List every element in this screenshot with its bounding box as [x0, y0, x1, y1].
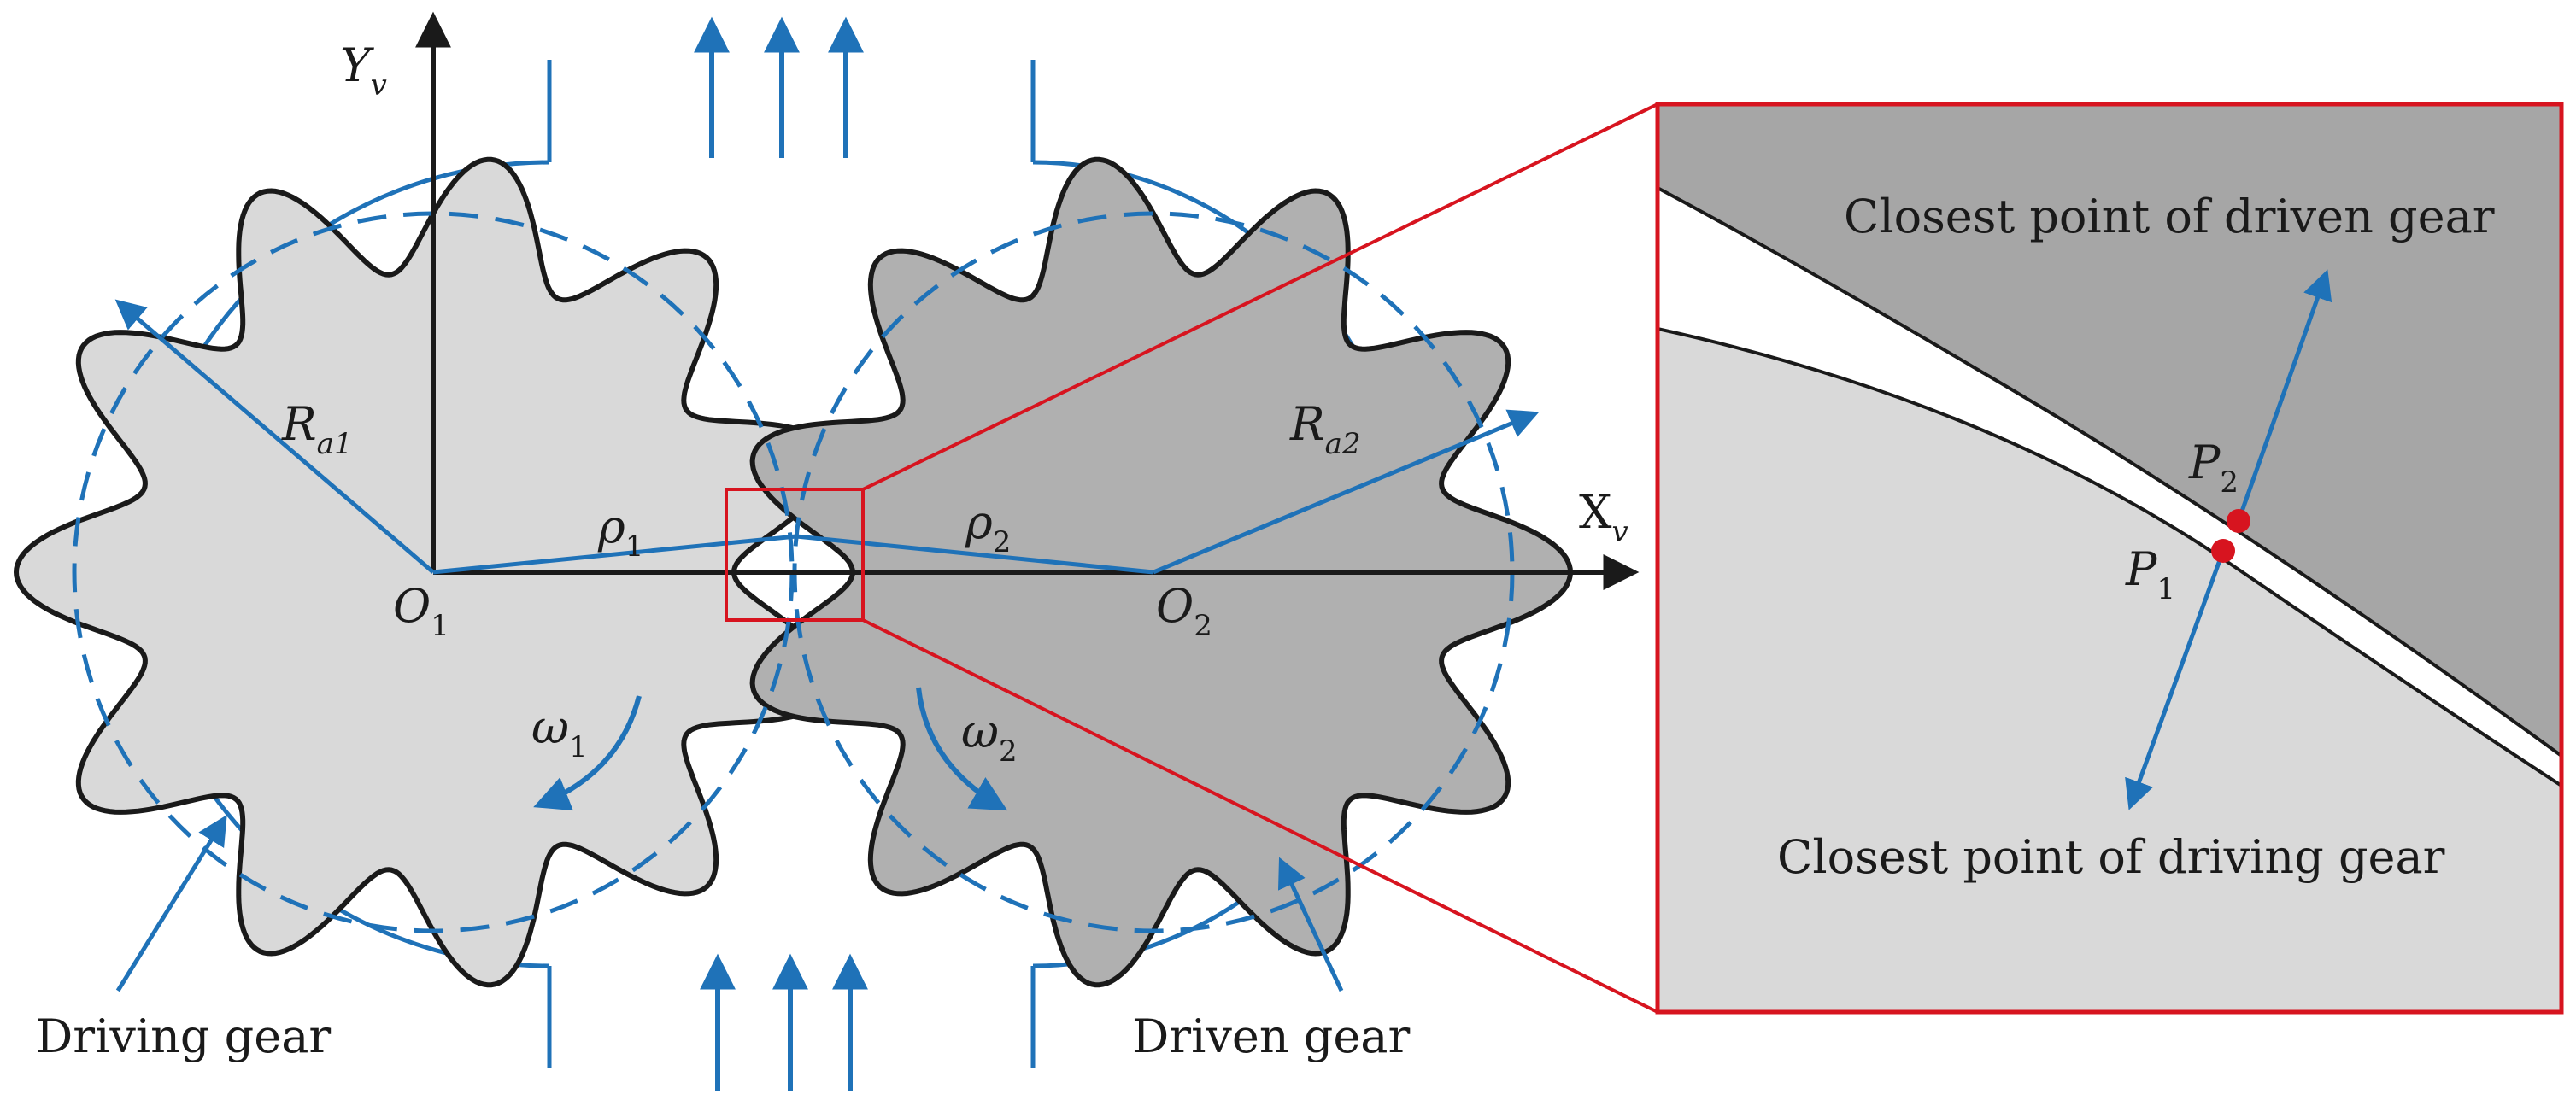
omega2-rotation-arrow: [916, 687, 1008, 811]
zoom-line-bottom: [862, 618, 1658, 1014]
point-p1-label: P1: [2125, 542, 2175, 606]
driving-normal-arrow: [2125, 550, 2226, 810]
driving-closest-point-caption: Closest point of driving gear: [1777, 830, 2445, 884]
rho1-line: [432, 534, 797, 575]
radius-a2-arrow: [1153, 409, 1540, 575]
radius-a2-label: Ra2: [1289, 397, 1361, 461]
point-p2-label: P2: [2188, 436, 2239, 500]
omega1-rotation-arrow: [533, 695, 642, 811]
omega2-label: ω2: [961, 705, 1018, 769]
driving-gear-pointer: [115, 815, 227, 992]
labels: Yv Xv O1 O2 Ra1 Ra2 ρ1 ρ2 ω1 ω2 Driving …: [36, 38, 2495, 1063]
gear-pointers: [115, 815, 1344, 992]
point-p2-marker: [2227, 509, 2250, 533]
center-o2-label: O2: [1156, 579, 1212, 643]
zoom-line-top: [862, 102, 1658, 491]
zoom-indicator: [725, 102, 1658, 1014]
coordinate-axes: [415, 11, 1640, 590]
x-axis-label: Xv: [1579, 485, 1628, 549]
driven-closest-point-caption: Closest point of driven gear: [1844, 190, 2495, 243]
driving-gear-body: [13, 156, 837, 988]
omega1-label: ω1: [531, 700, 588, 764]
driven-normal-arrow: [2236, 269, 2332, 522]
y-axis-label: Yv: [340, 38, 387, 102]
driven-gear-label: Driven gear: [1132, 1009, 1411, 1063]
inset-panel: [1655, 102, 2564, 1015]
point-p1-marker: [2211, 539, 2235, 563]
radius-a1-arrow: [114, 299, 435, 574]
rotation-arrows: [533, 687, 1008, 811]
zoom-box: [725, 488, 865, 622]
driven-gear-pointer: [1277, 857, 1344, 992]
driving-gear-label: Driving gear: [36, 1009, 331, 1063]
rho2-label: ρ2: [965, 495, 1011, 559]
center-o1-label: O1: [393, 579, 449, 643]
radius-a1-label: Ra1: [281, 397, 353, 461]
rho1-label: ρ1: [597, 500, 643, 564]
inset-border: [1655, 102, 2564, 1015]
radius-lines: [114, 299, 1540, 575]
rho2-line: [795, 534, 1154, 575]
flow-arrows: [694, 16, 868, 1091]
inset-driven-region: [1658, 104, 2561, 758]
